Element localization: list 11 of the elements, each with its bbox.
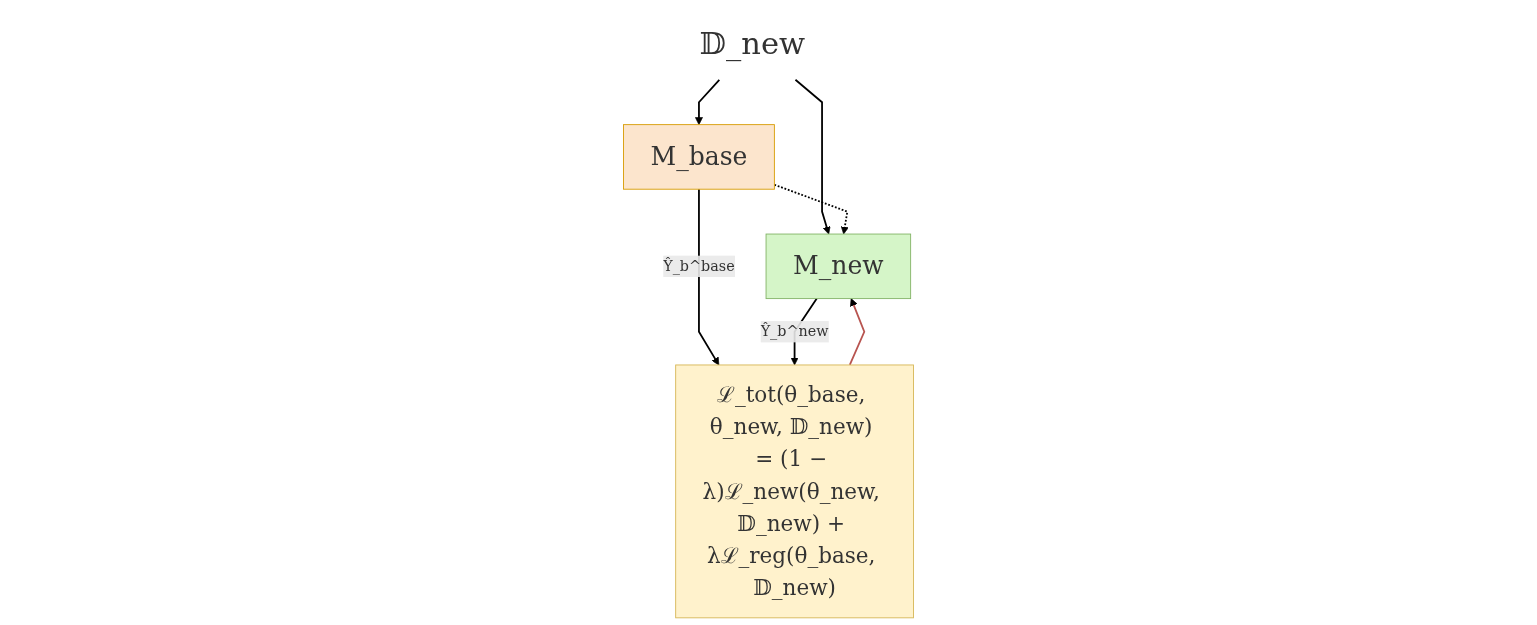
edge-label: Ŷ_b^base bbox=[663, 257, 735, 275]
arrow bbox=[698, 188, 720, 366]
node-box: M_new bbox=[765, 233, 912, 300]
arrow bbox=[794, 78, 831, 235]
edge-label: Ŷ_b^new bbox=[760, 322, 829, 340]
arrow bbox=[773, 183, 849, 235]
node-box: ℒ_tot(θ_base, θ_new, 𝔻_new) = (1 − λ)ℒ_new(θ_new, 𝔻_new) + λℒ_reg(θ_base, 𝔻_new) bbox=[675, 364, 914, 619]
arrow bbox=[848, 298, 866, 366]
node-box: M_base bbox=[623, 124, 775, 190]
arrow bbox=[695, 78, 721, 125]
node-text: 𝔻_new bbox=[699, 25, 806, 61]
